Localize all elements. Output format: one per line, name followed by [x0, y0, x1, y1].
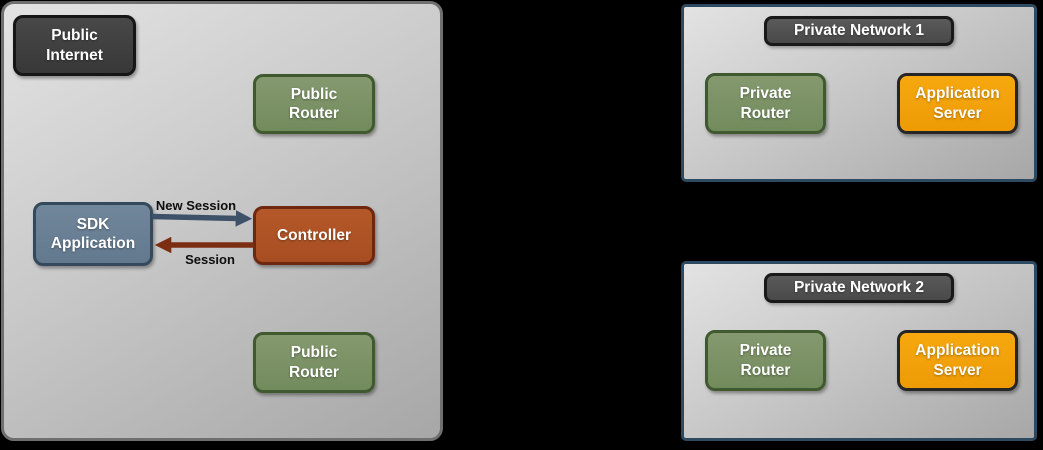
node-application-server-2: Application Server — [897, 330, 1018, 391]
private-network-2-title: Private Network 2 — [764, 273, 954, 303]
node-sdk-application: SDK Application — [33, 202, 153, 266]
public-internet-zone: Public Internet Public Router SDK Applic… — [1, 1, 443, 441]
node-controller: Controller — [253, 206, 375, 265]
node-public-router-bottom: Public Router — [253, 332, 375, 393]
arrow-new-session — [151, 210, 253, 227]
node-sdk-application-label: SDK Application — [50, 215, 136, 252]
edge-label-new-session: New Session — [155, 198, 237, 213]
edge-label-session: Session — [185, 252, 235, 267]
node-application-server-1-label: Application Server — [915, 85, 1000, 122]
node-public-internet-label: Public Internet — [46, 27, 103, 64]
private-network-2-zone: Private Network 2 Private Router Applica… — [681, 261, 1037, 441]
node-public-router-top: Public Router — [253, 74, 375, 134]
node-application-server-2-label: Application Server — [915, 342, 1000, 379]
node-public-internet: Public Internet — [13, 15, 136, 76]
node-public-router-bottom-label: Public Router — [289, 344, 339, 381]
node-private-router-1: Private Router — [705, 73, 826, 134]
node-private-router-1-label: Private Router — [739, 85, 792, 122]
node-private-router-2: Private Router — [705, 330, 826, 391]
node-controller-label: Controller — [276, 226, 352, 244]
private-network-1-zone: Private Network 1 Private Router Applica… — [681, 4, 1037, 182]
private-network-1-title: Private Network 1 — [764, 16, 954, 46]
node-application-server-1: Application Server — [897, 73, 1018, 134]
node-private-router-2-label: Private Router — [739, 342, 792, 379]
node-public-router-top-label: Public Router — [289, 85, 339, 122]
